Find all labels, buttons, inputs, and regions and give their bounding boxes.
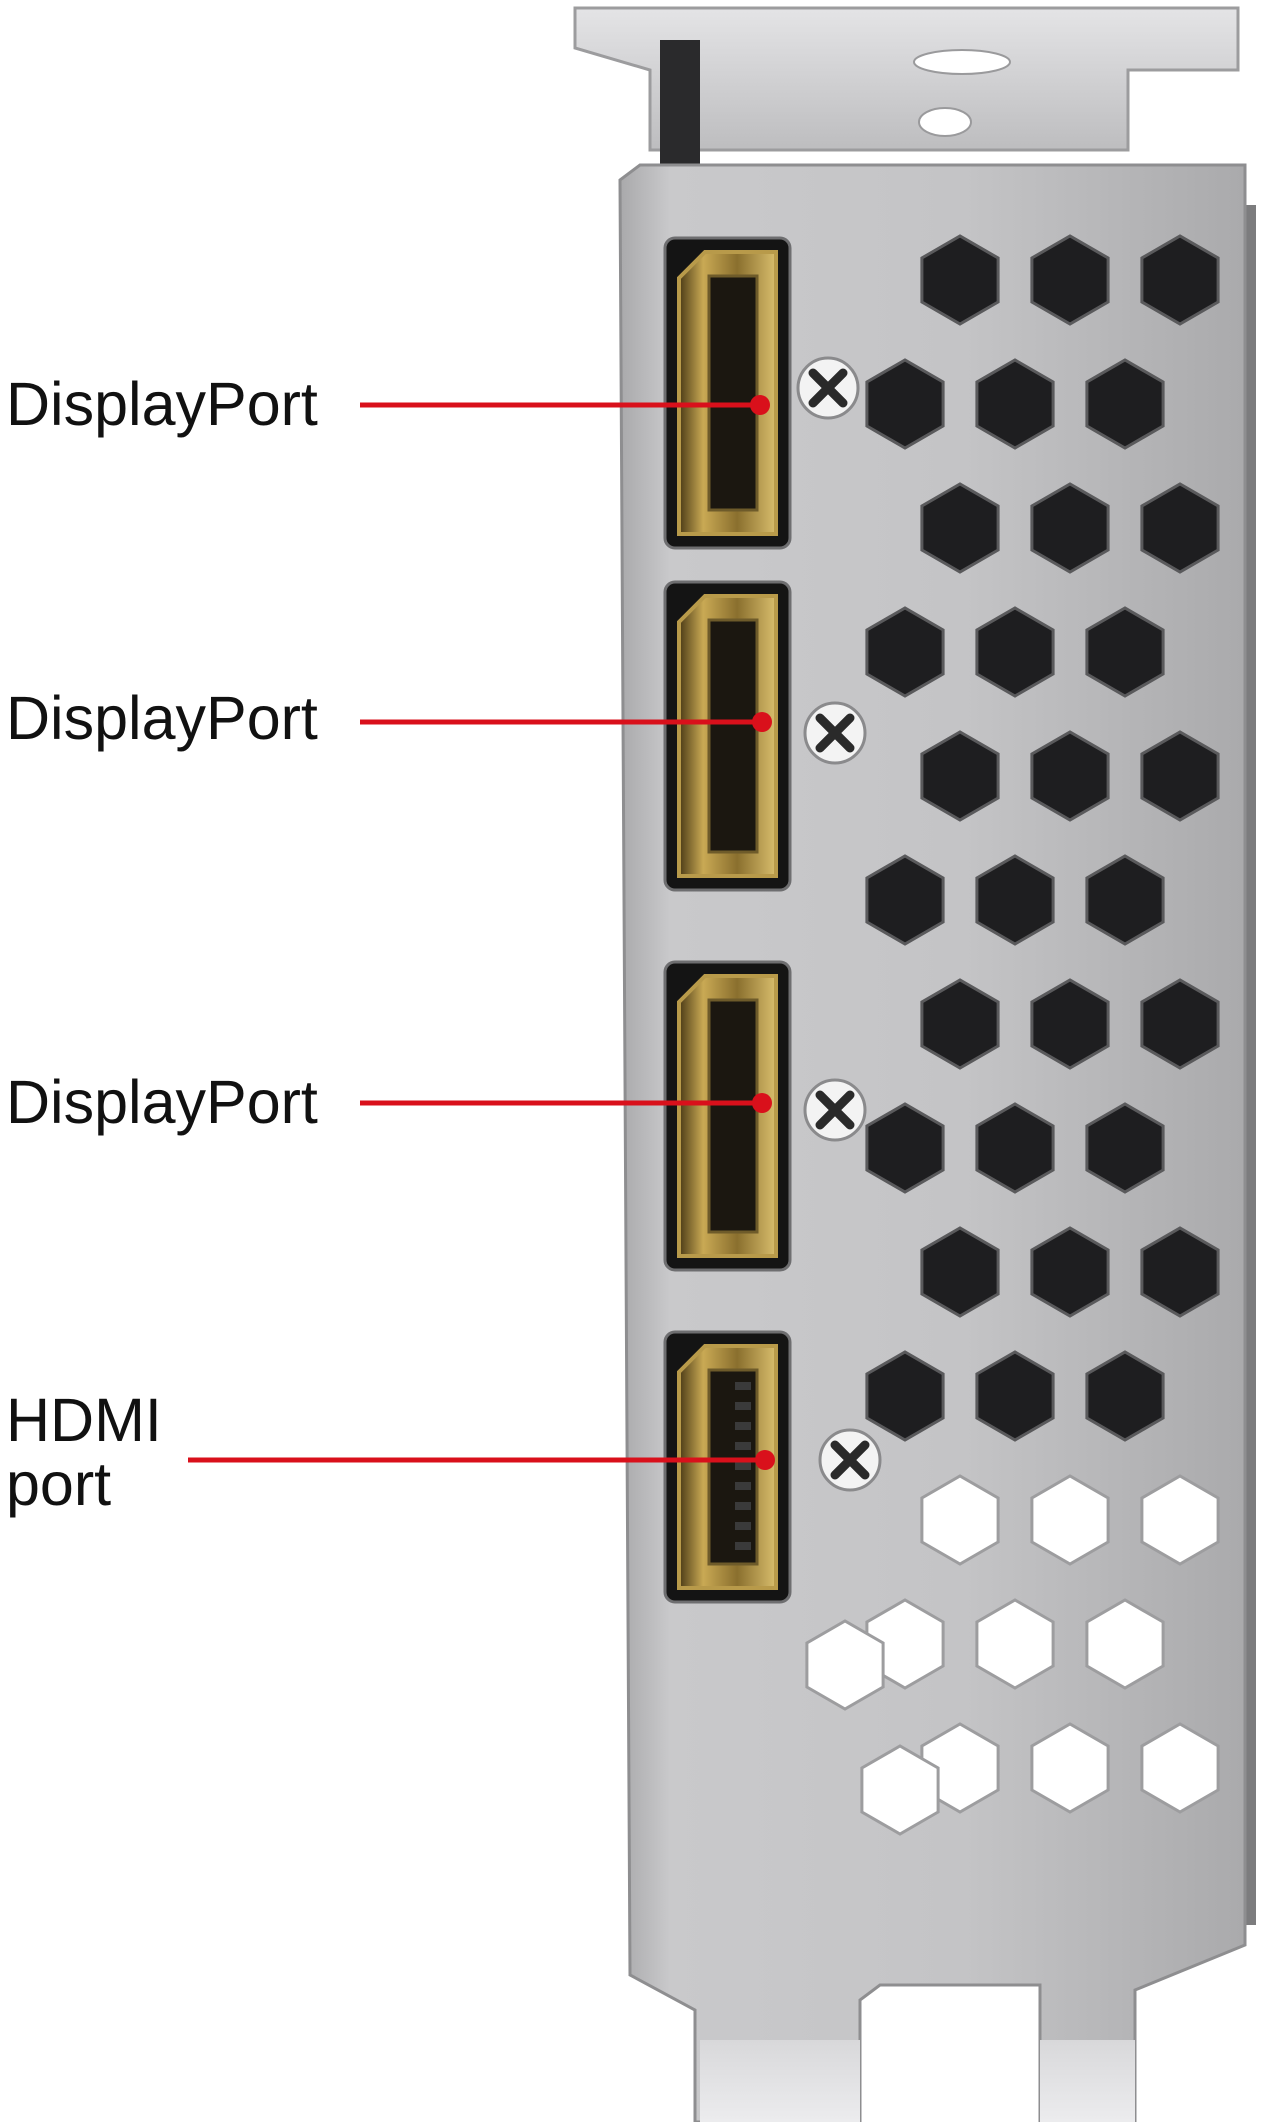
- displayport-connector-3: [663, 960, 792, 1272]
- vent-hole-34: [975, 1598, 1055, 1690]
- screw-slot: [815, 713, 855, 753]
- vent-hole-2: [1140, 234, 1220, 326]
- vent-hole-28: [975, 1350, 1055, 1442]
- port-tongue: [707, 998, 759, 1234]
- leader-dot-4: [755, 1450, 775, 1470]
- hdmi-pin: [735, 1382, 751, 1390]
- screw-3: [803, 1078, 867, 1142]
- displayport-connector-1: [663, 236, 792, 550]
- vent-hole-6: [920, 482, 1000, 574]
- displayport-label-2: DisplayPort: [6, 684, 318, 752]
- vent-hole-33: [865, 1598, 945, 1690]
- bracket-finger-left: [700, 2040, 860, 2122]
- vent-hole-32: [1140, 1474, 1220, 1566]
- vent-hole-29: [1085, 1350, 1165, 1442]
- vent-hole-7: [1030, 482, 1110, 574]
- vent-hole-16: [975, 854, 1055, 946]
- hdmi-port-label: HDMI port: [6, 1386, 162, 1518]
- port-tongue: [707, 618, 759, 854]
- vent-hole-30: [920, 1474, 1000, 1566]
- vent-hole-26: [1140, 1226, 1220, 1318]
- vent-hole-38: [1140, 1722, 1220, 1814]
- vent-hole-19: [1030, 978, 1110, 1070]
- leader-line-group: [188, 395, 775, 1470]
- screw-4: [818, 1428, 882, 1492]
- bracket-finger-right: [1040, 2040, 1135, 2122]
- vent-hole-8: [1140, 482, 1220, 574]
- hdmi-connector-4: [663, 1330, 792, 1604]
- vent-hole-extra-0: [805, 1619, 885, 1711]
- vent-hole-1: [1030, 234, 1110, 326]
- port-group: [663, 236, 792, 1604]
- vent-hole-0: [920, 234, 1000, 326]
- vent-hole-17: [1085, 854, 1165, 946]
- vent-hole-12: [920, 730, 1000, 822]
- vent-hole-31: [1030, 1474, 1110, 1566]
- screw-1: [796, 356, 860, 420]
- displayport-label-3: DisplayPort: [6, 1068, 318, 1136]
- hdmi-pin: [735, 1502, 751, 1510]
- vent-hole-10: [975, 606, 1055, 698]
- vent-hole-37: [1030, 1722, 1110, 1814]
- vent-hole-5: [1085, 358, 1165, 450]
- leader-dot-1: [750, 395, 770, 415]
- vent-hole-24: [920, 1226, 1000, 1318]
- screw-group: [796, 356, 882, 1492]
- vent-hole-extra-1: [860, 1744, 940, 1836]
- vent-hole-21: [865, 1102, 945, 1194]
- vent-hole-14: [1140, 730, 1220, 822]
- port-tongue: [707, 274, 759, 512]
- displayport-connector-2: [663, 580, 792, 892]
- leader-dot-3: [752, 1093, 772, 1113]
- screw-slot: [808, 368, 848, 408]
- vent-hole-27: [865, 1350, 945, 1442]
- vent-hole-3: [865, 358, 945, 450]
- mounting-tab: [573, 6, 1240, 170]
- leader-dot-2: [752, 712, 772, 732]
- vent-hole-11: [1085, 606, 1165, 698]
- vent-hole-23: [1085, 1102, 1165, 1194]
- vent-hole-25: [1030, 1226, 1110, 1318]
- vent-hole-15: [865, 854, 945, 946]
- hex-vent-pattern: [805, 234, 1220, 1836]
- vent-hole-18: [920, 978, 1000, 1070]
- screw-2: [803, 701, 867, 765]
- hdmi-pin: [735, 1422, 751, 1430]
- hdmi-pin: [735, 1402, 751, 1410]
- hdmi-pin: [735, 1542, 751, 1550]
- hdmi-pin: [735, 1482, 751, 1490]
- vent-hole-20: [1140, 978, 1220, 1070]
- vent-hole-22: [975, 1102, 1055, 1194]
- displayport-label-1: DisplayPort: [6, 370, 318, 438]
- vent-hole-9: [865, 606, 945, 698]
- vent-hole-36: [920, 1722, 1000, 1814]
- hdmi-pin: [735, 1522, 751, 1530]
- vent-hole-13: [1030, 730, 1110, 822]
- screw-slot: [815, 1090, 855, 1130]
- hdmi-pin: [735, 1462, 751, 1470]
- hdmi-pin: [735, 1442, 751, 1450]
- screw-slot: [830, 1440, 870, 1480]
- vent-hole-4: [975, 358, 1055, 450]
- vent-hole-35: [1085, 1598, 1165, 1690]
